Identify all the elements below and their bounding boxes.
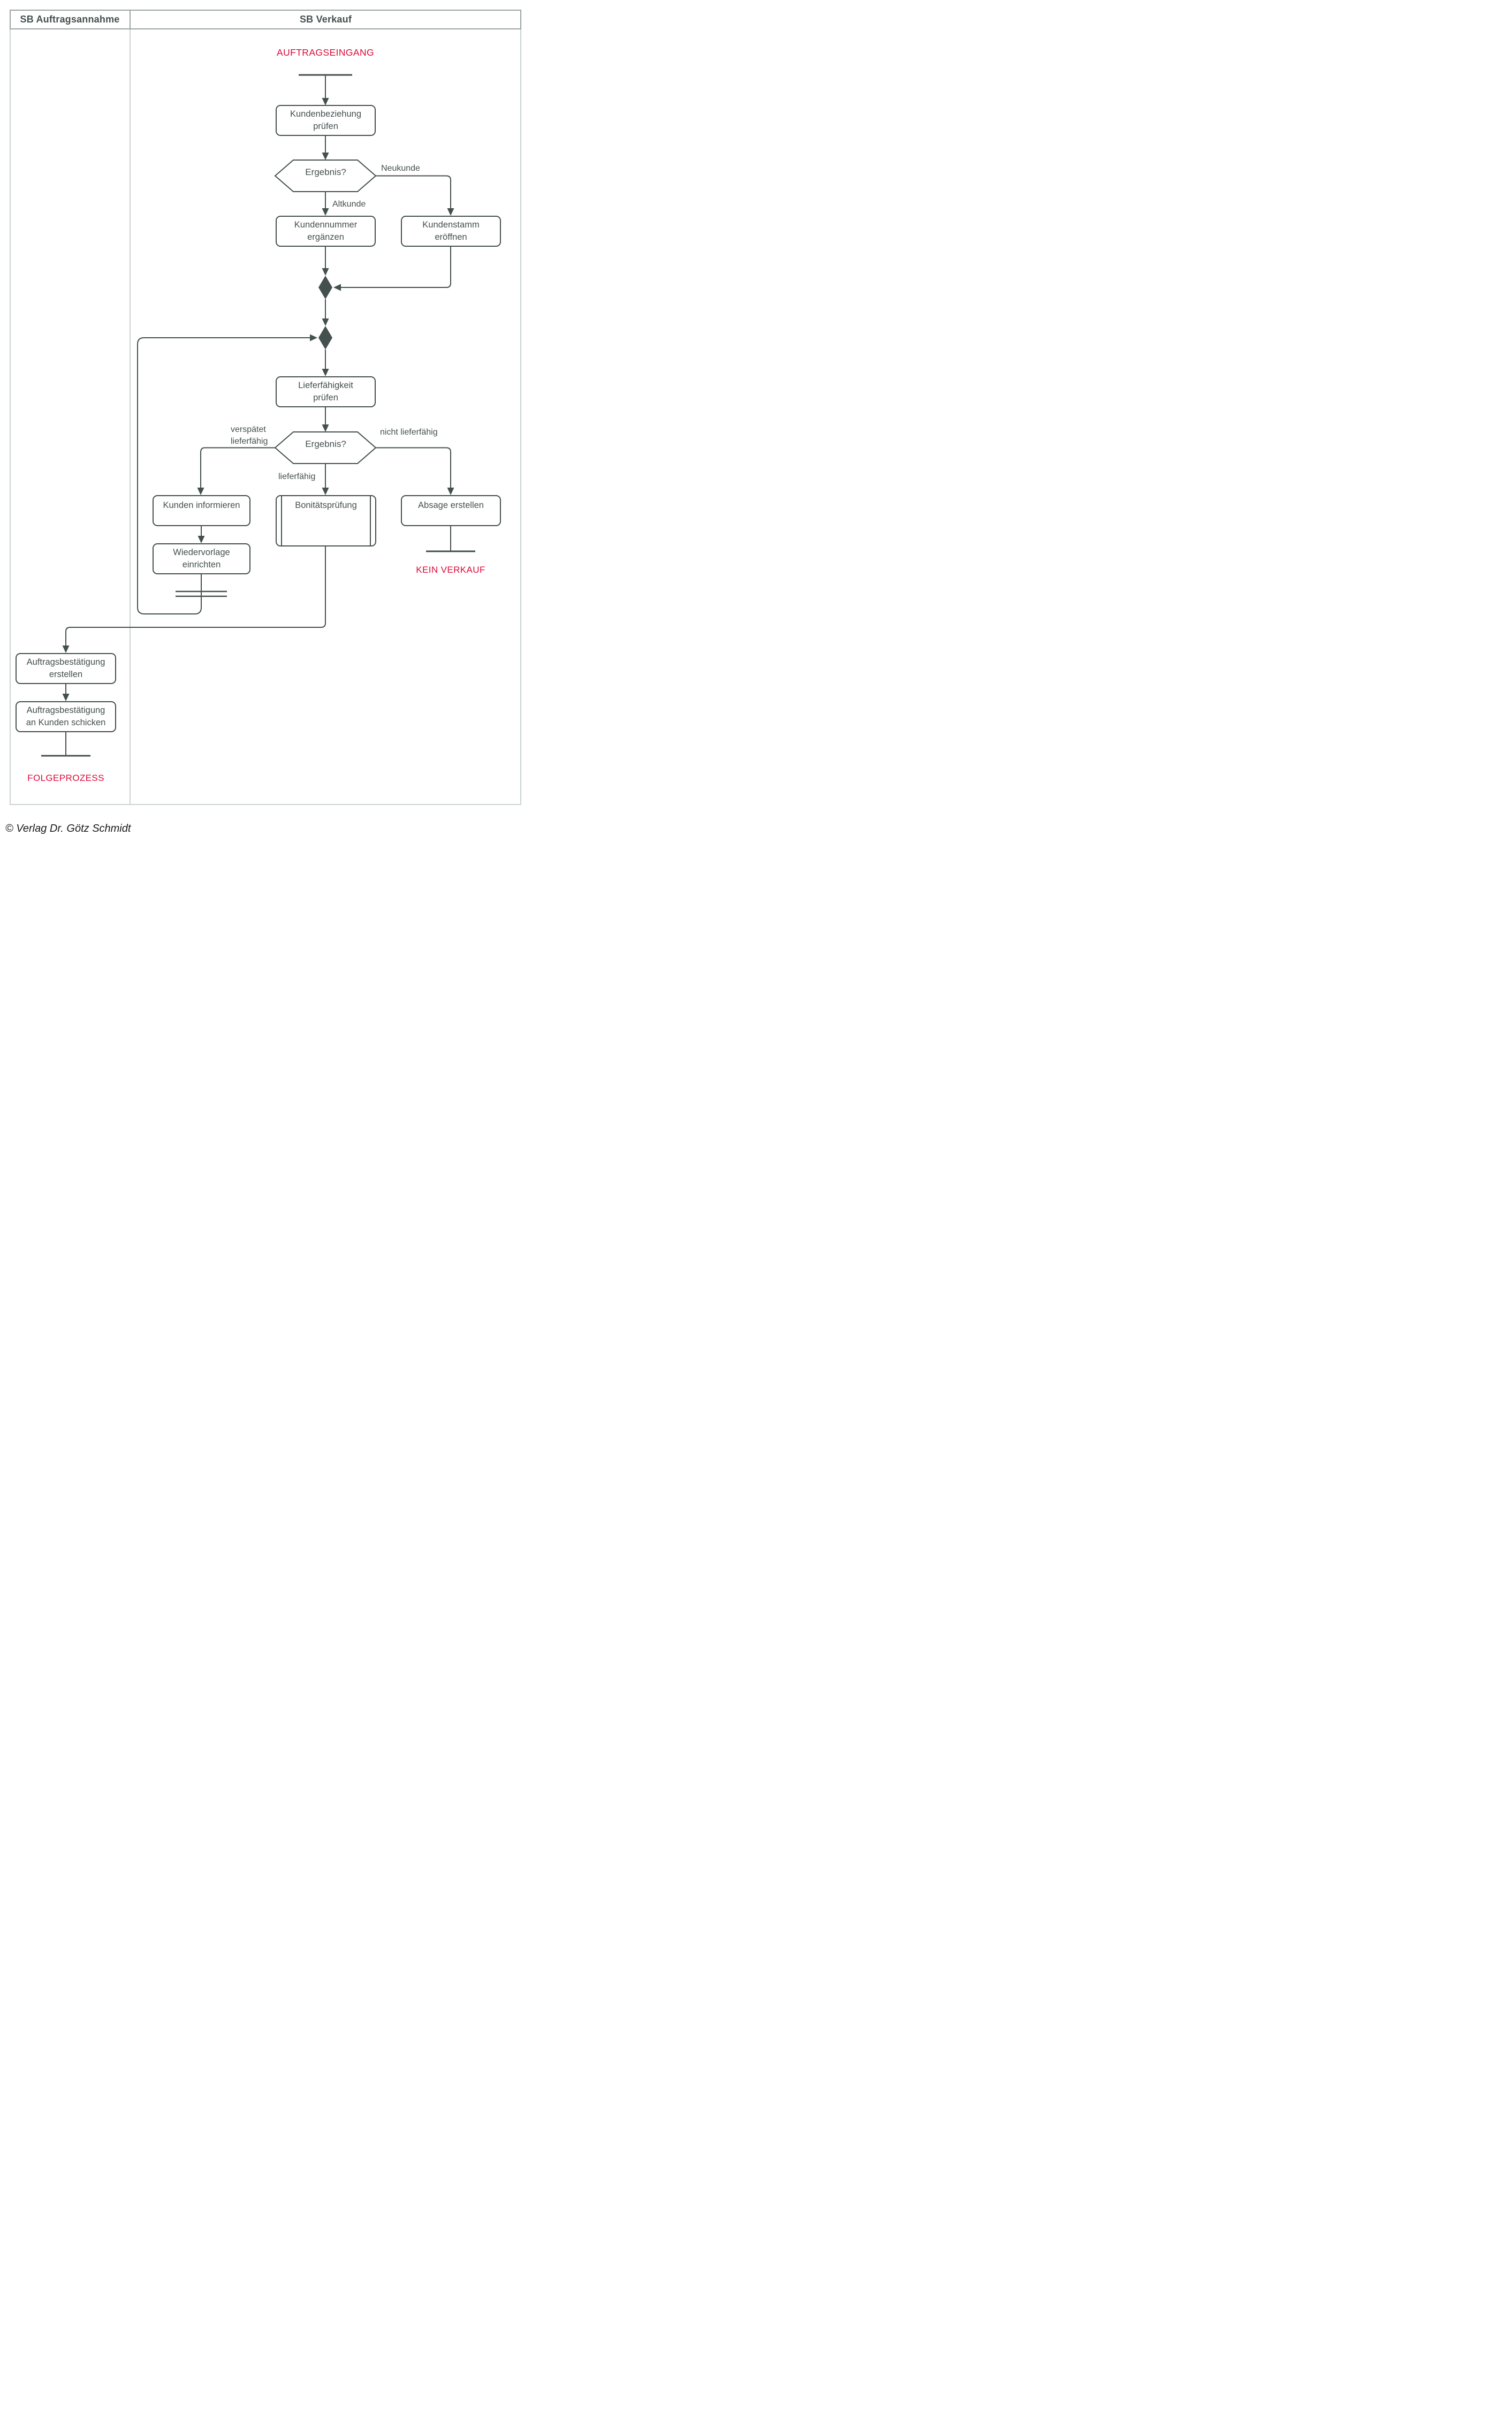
arrowhead: [62, 646, 70, 653]
edge-label-neukunde: Neukunde: [381, 164, 420, 173]
swimlane-divider: [130, 29, 131, 805]
lane-title-verkauf: SB Verkauf: [299, 14, 352, 25]
lane-header-row: [10, 10, 521, 29]
event-followup-label: FOLGEPROZESS: [27, 773, 104, 783]
arrowhead: [322, 424, 329, 432]
edge-label-lieferfaehig: lieferfähig: [278, 472, 316, 481]
merge-diamond-1: [318, 276, 332, 299]
process-add-customer-number: Kundennummer ergänzen: [276, 216, 376, 247]
event-no-sale-label: KEIN VERKAUF: [416, 565, 485, 575]
edge-not-deliverable: [376, 447, 451, 488]
process-check-customer-relation: Kundenbeziehung prüfen: [276, 105, 376, 136]
event-start-label: AUFTRAGSEINGANG: [277, 47, 374, 58]
arrowhead: [322, 318, 329, 326]
copyright-line: © Verlag Dr. Götz Schmidt: [5, 823, 131, 834]
arrowhead: [197, 488, 204, 495]
edge-neukunde: [376, 175, 451, 208]
lane-title-auftragsannahme: SB Auftragsannahme: [20, 14, 120, 25]
arrowhead: [322, 268, 329, 276]
flowchart-canvas: SB Auftragsannahme SB Verkauf: [0, 0, 525, 840]
decision1-label: Ergebnis?: [305, 167, 346, 177]
edge-label-nicht-lieferfaehig: nicht lieferfähig: [380, 428, 438, 437]
subprocess-credit-check-label: Bonitätsprüfung: [295, 500, 357, 510]
process-inform-customer: Kunden informieren: [153, 495, 250, 526]
edge-loopback: [137, 337, 310, 614]
edge-late-deliverable: [200, 447, 275, 488]
process-check-delivery: Lieferfähigkeit prüfen: [276, 376, 376, 407]
process-set-reminder: Wiedervorlage einrichten: [153, 543, 250, 574]
arrowhead: [322, 153, 329, 160]
subprocess-credit-check: Bonitätsprüfung: [276, 495, 376, 546]
process-send-confirmation: Auftragsbestätigung an Kunden schicken: [16, 701, 116, 732]
edge-label-altkunde: Altkunde: [332, 200, 366, 209]
edge-credit-to-confirmation: [65, 546, 326, 646]
arrowhead: [197, 536, 205, 543]
arrowhead: [333, 284, 341, 291]
decision2-label: Ergebnis?: [305, 439, 346, 449]
lane-header-divider: [130, 10, 131, 29]
arrowhead: [322, 98, 329, 105]
arrowhead: [322, 369, 329, 376]
arrowhead: [447, 488, 454, 495]
diagram-frame: [10, 29, 521, 805]
arrowhead: [322, 488, 329, 495]
process-open-customer-master: Kundenstamm eröffnen: [401, 216, 501, 247]
process-create-confirmation: Auftragsbestätigung erstellen: [16, 653, 116, 684]
edge-master-to-merge1: [341, 247, 451, 288]
process-create-rejection: Absage erstellen: [401, 495, 501, 526]
arrowhead: [310, 334, 317, 341]
arrowhead: [447, 208, 454, 216]
merge-diamond-2: [318, 326, 332, 350]
arrowhead: [322, 208, 329, 216]
subprocess-inner-line-left: [281, 496, 282, 545]
subprocess-inner-line-right: [370, 496, 371, 545]
arrowhead: [62, 694, 70, 701]
edge-label-verspaetet-lieferfaehig: verspätet lieferfähig: [231, 425, 268, 446]
connector-layer: [41, 74, 475, 757]
